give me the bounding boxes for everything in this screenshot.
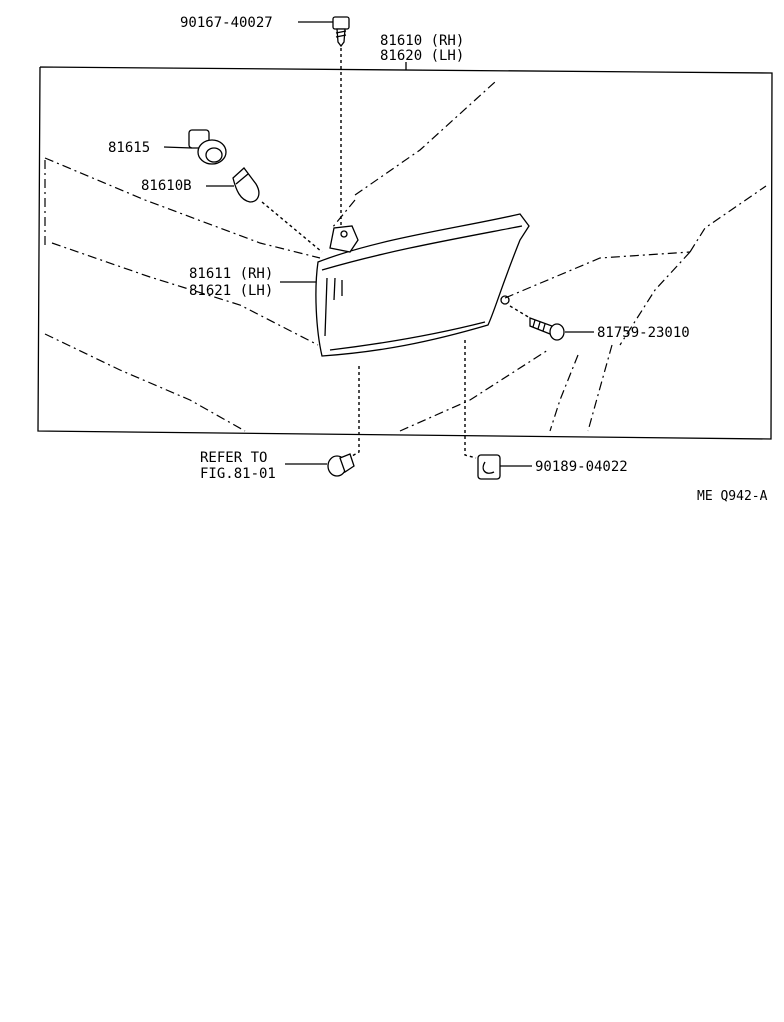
label-refer-line2: FIG.81-01 (200, 466, 276, 482)
clip-icon (477, 454, 501, 480)
bulb-icon (232, 167, 260, 203)
label-clip: 90189-04022 (535, 459, 628, 475)
label-refer-line1: REFER TO (200, 450, 267, 466)
label-lamp-rh: 81610 (RH) (380, 33, 464, 49)
label-socket: 81615 (108, 140, 150, 156)
figure-code: ME Q942-A (697, 489, 768, 504)
bolt-top-icon (332, 16, 350, 48)
label-lens-rh: 81611 (RH) (189, 266, 273, 282)
label-screw: 81759-23010 (597, 325, 690, 341)
socket-icon (188, 129, 227, 165)
label-bulb: 81610B (141, 178, 192, 194)
body-outline (44, 81, 767, 432)
label-lamp-lh: 81620 (LH) (380, 48, 464, 64)
diagram-frame (37, 66, 773, 440)
screw-icon (529, 317, 565, 341)
side-turn-lamp (315, 213, 530, 357)
label-lens-lh: 81621 (LH) (189, 283, 273, 299)
fastener-icon (327, 453, 355, 477)
label-bolt-top: 90167-40027 (180, 15, 273, 31)
